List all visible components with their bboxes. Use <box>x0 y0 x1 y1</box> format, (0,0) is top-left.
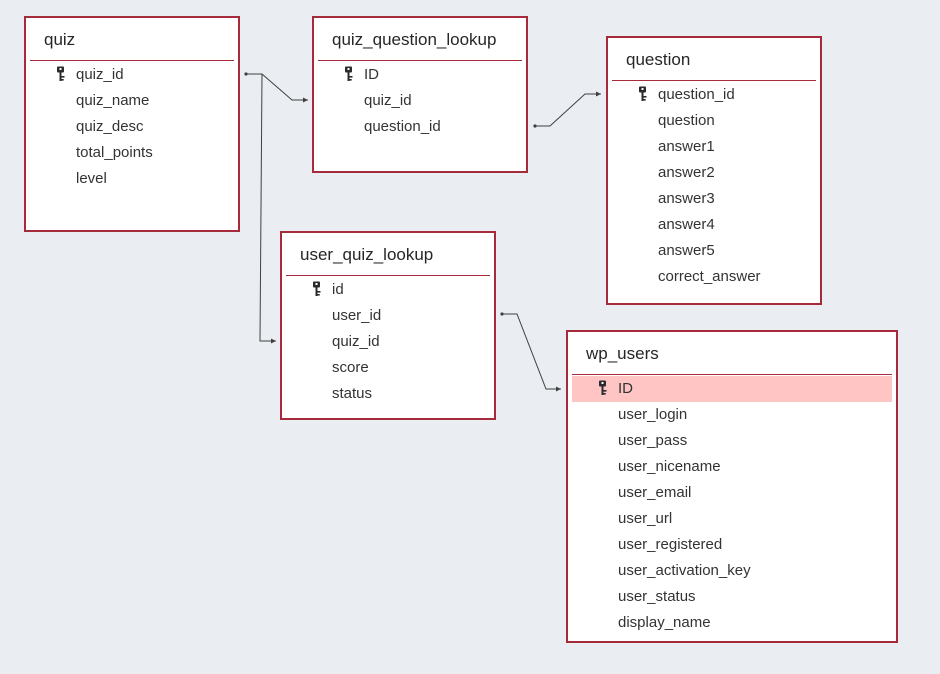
field-name: answer3 <box>658 190 715 207</box>
title-divider <box>612 80 816 81</box>
field-row[interactable]: quiz_id <box>318 88 522 114</box>
field-name: total_points <box>76 144 153 161</box>
field-row[interactable]: user_email <box>572 480 892 506</box>
field-list: ID user_login user_pass user_nicename us… <box>572 376 892 636</box>
field-name: quiz_desc <box>76 118 144 135</box>
table-title[interactable]: question <box>626 50 691 69</box>
table-title[interactable]: quiz <box>44 30 76 49</box>
key-icon <box>345 66 353 81</box>
field-name: ID <box>364 66 379 83</box>
field-row[interactable]: answer2 <box>612 160 816 186</box>
field-row[interactable]: id <box>286 277 490 303</box>
table-quiz[interactable]: quiz quiz_id quiz_name quiz_desc total_p… <box>24 16 240 232</box>
title-divider <box>286 275 490 276</box>
field-name: user_email <box>618 484 692 501</box>
field-name: user_id <box>332 307 382 324</box>
relationship-line-quiz-to-quiz-question-lookup[interactable] <box>246 73 308 101</box>
field-name: question <box>658 112 715 129</box>
field-name: quiz_id <box>332 333 380 350</box>
field-row[interactable]: quiz_id <box>30 62 234 88</box>
field-row[interactable]: status <box>286 381 490 407</box>
field-row[interactable]: quiz_desc <box>30 114 234 140</box>
field-row[interactable]: user_nicename <box>572 454 892 480</box>
field-name: answer5 <box>658 242 715 259</box>
key-icon <box>313 281 321 296</box>
field-name: answer4 <box>658 216 715 233</box>
field-name: user_pass <box>618 432 688 449</box>
field-row[interactable]: answer4 <box>612 212 816 238</box>
field-name: score <box>332 359 369 376</box>
field-row[interactable]: total_points <box>30 140 234 166</box>
field-list: ID quiz_id question_id <box>318 62 522 140</box>
title-divider <box>572 374 892 375</box>
field-name: user_login <box>618 406 688 423</box>
field-row[interactable]: level <box>30 166 234 192</box>
relationship-line-quiz-to-user-quiz-lookup[interactable] <box>259 73 276 342</box>
field-name: quiz_id <box>76 66 124 83</box>
field-name: level <box>76 170 107 187</box>
field-name: ID <box>618 380 633 397</box>
field-row[interactable]: ID <box>318 62 522 88</box>
field-row[interactable]: user_registered <box>572 532 892 558</box>
table-question[interactable]: question question_id question answer1 an… <box>606 36 822 305</box>
field-name: answer2 <box>658 164 715 181</box>
relationship-arrowhead <box>596 91 601 97</box>
key-icon <box>57 66 65 81</box>
field-row[interactable]: user_pass <box>572 428 892 454</box>
field-name: correct_answer <box>658 268 761 285</box>
field-row[interactable]: user_login <box>572 402 892 428</box>
field-list: id user_id quiz_id score status <box>286 277 490 407</box>
title-divider <box>318 60 522 61</box>
relationship-arrowhead <box>556 386 561 392</box>
key-icon <box>639 86 647 101</box>
field-name: question_id <box>658 86 735 103</box>
table-user-quiz-lookup[interactable]: user_quiz_lookup id user_id quiz_id scor… <box>280 231 496 420</box>
field-list: quiz_id quiz_name quiz_desc total_points… <box>30 62 234 192</box>
field-name: user_activation_key <box>618 562 751 579</box>
field-row[interactable]: score <box>286 355 490 381</box>
table-title[interactable]: user_quiz_lookup <box>300 245 434 264</box>
field-name: user_status <box>618 588 696 605</box>
table-quiz-question-lookup[interactable]: quiz_question_lookup ID quiz_id question… <box>312 16 528 173</box>
field-row[interactable]: user_status <box>572 584 892 610</box>
relationship-endpoint <box>500 312 504 316</box>
field-row[interactable]: correct_answer <box>612 264 816 290</box>
field-row[interactable]: question_id <box>612 82 816 108</box>
field-name: user_url <box>618 510 673 527</box>
field-name: user_nicename <box>618 458 721 475</box>
field-row[interactable]: user_activation_key <box>572 558 892 584</box>
field-list: question_id question answer1 answer2 ans… <box>612 82 816 290</box>
field-row-selected[interactable]: ID <box>572 376 892 402</box>
field-name: quiz_id <box>364 92 412 109</box>
field-name: status <box>332 385 373 402</box>
relationship-line-quiz-question-lookup-to-question[interactable] <box>535 93 601 127</box>
field-row[interactable]: quiz_name <box>30 88 234 114</box>
field-row[interactable]: display_name <box>572 610 892 636</box>
field-row[interactable]: answer5 <box>612 238 816 264</box>
relationship-endpoint <box>533 124 537 128</box>
field-row[interactable]: answer3 <box>612 186 816 212</box>
field-row[interactable]: question_id <box>318 114 522 140</box>
field-row[interactable]: answer1 <box>612 134 816 160</box>
relationship-line-user-quiz-lookup-to-wp-users[interactable] <box>502 313 561 390</box>
field-row[interactable]: question <box>612 108 816 134</box>
title-divider <box>30 60 234 61</box>
table-title[interactable]: quiz_question_lookup <box>332 30 497 49</box>
field-row[interactable]: user_url <box>572 506 892 532</box>
field-name: question_id <box>364 118 441 135</box>
relationship-endpoint <box>244 72 248 76</box>
table-wp-users[interactable]: wp_users ID user_login user_pass user_ni… <box>566 330 898 643</box>
field-row[interactable]: quiz_id <box>286 329 490 355</box>
field-name: quiz_name <box>76 92 150 109</box>
field-name: display_name <box>618 614 711 631</box>
field-name: user_registered <box>618 536 723 553</box>
relationship-arrowhead <box>271 338 276 344</box>
field-name: answer1 <box>658 138 715 155</box>
relationship-arrowhead <box>303 97 308 103</box>
field-name: id <box>332 281 344 298</box>
table-title[interactable]: wp_users <box>586 344 659 363</box>
key-icon <box>599 380 607 395</box>
field-row[interactable]: user_id <box>286 303 490 329</box>
